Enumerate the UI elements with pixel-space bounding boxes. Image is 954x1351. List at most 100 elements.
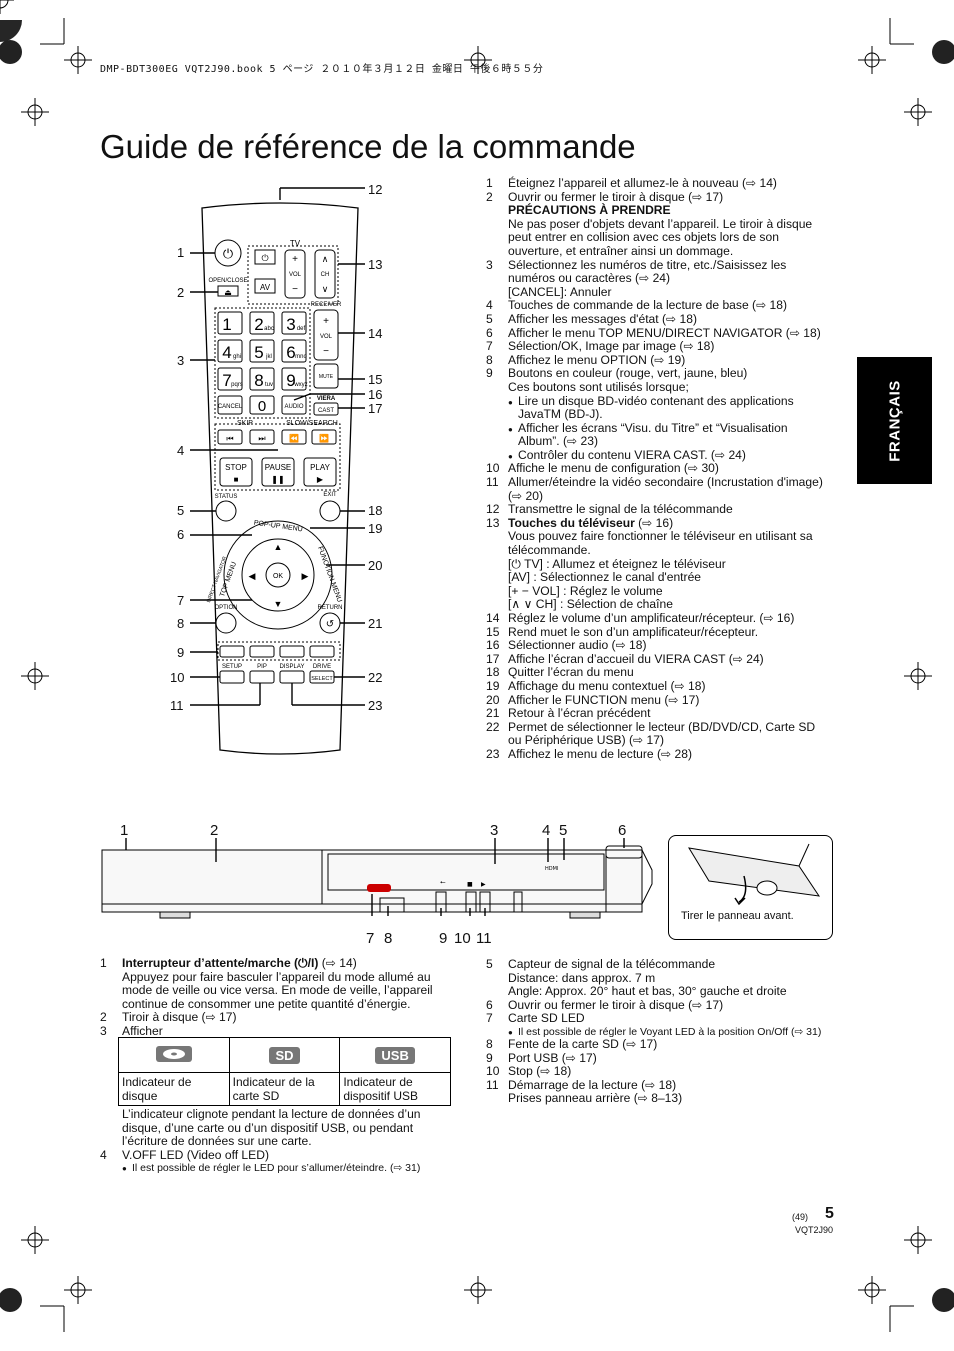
page-ref: (49) xyxy=(792,1212,809,1222)
list-item-text: L’indicateur clignote pendant la lecture… xyxy=(122,1107,421,1149)
list-item: 6 Ouvrir ou fermer le tiroir à disque (⇨ … xyxy=(486,997,831,1013)
list-item-number: 1 xyxy=(486,176,493,190)
svg-text:0: 0 xyxy=(258,398,266,415)
svg-text:STOP: STOP xyxy=(225,463,247,472)
list-item: 7 Carte SD LED xyxy=(486,1012,831,1026)
player-callout-8: 8 xyxy=(384,930,393,947)
svg-text:❚❚: ❚❚ xyxy=(271,475,284,484)
number-key-digit: 2 xyxy=(254,315,263,334)
svg-text:PAUSE: PAUSE xyxy=(265,463,292,472)
number-key-letters: def xyxy=(297,326,306,332)
player-callout-11: 11 xyxy=(476,930,492,947)
list-item: Prises panneau arrière (⇨ 8–13) xyxy=(486,1092,831,1106)
open-close-label: OPEN/CLOSE xyxy=(208,278,247,284)
svg-text:HDMI: HDMI xyxy=(545,866,558,872)
number-key xyxy=(249,311,275,335)
callout-11: 11 xyxy=(170,698,184,713)
number-key xyxy=(281,339,307,363)
callout-6: 6 xyxy=(177,527,185,542)
svg-text:MUTE: MUTE xyxy=(319,374,334,380)
list-item-text: Affiche l’écran d’accueil du VIERA CAST … xyxy=(508,651,764,666)
doc-code: VQT2J90 xyxy=(795,1225,834,1235)
svg-text:DRIVE: DRIVE xyxy=(313,664,331,670)
list-item-number: 2 xyxy=(486,189,493,204)
list-item-text: Port USB (⇨ 17) xyxy=(508,1050,597,1065)
list-item-number: 16 xyxy=(486,638,500,653)
list-item: 16 Sélectionner audio (⇨ 18) xyxy=(486,639,831,653)
number-key-letters: jkl xyxy=(265,354,272,360)
callout-18: 18 xyxy=(368,503,383,518)
number-key xyxy=(249,339,275,363)
list-item-number: 18 xyxy=(486,665,500,680)
svg-text:+: + xyxy=(323,316,329,327)
player-callout-3: 3 xyxy=(490,822,499,839)
number-key-digit: 9 xyxy=(286,371,295,390)
disc-indicator-label: Indicateur de disque xyxy=(118,1072,230,1106)
svg-text:∧: ∧ xyxy=(322,254,329,264)
indicator-table: SD USB Indicateur de disque Indicateur d… xyxy=(118,1037,451,1106)
list-item-number: 6 xyxy=(486,997,493,1012)
list-item-text: Sélection/OK, Image par image (⇨ 18) xyxy=(508,339,715,354)
list-item: [∧ ∨ CH] : Sélection de chaîne xyxy=(486,598,831,612)
language-tab-label: FRANÇAIS xyxy=(886,379,903,462)
svg-text:⏩: ⏩ xyxy=(319,433,329,443)
list-item-text: Ouvrir ou fermer le tiroir à disque (⇨ 1… xyxy=(508,997,724,1012)
number-key-digit: 5 xyxy=(254,343,263,362)
tv-label: TV xyxy=(290,239,301,248)
player-callout-4: 4 xyxy=(542,822,551,839)
callout-22: 22 xyxy=(368,670,383,685)
callout-13: 13 xyxy=(368,257,383,272)
list-item-number: 13 xyxy=(486,515,500,530)
svg-text:EXIT: EXIT xyxy=(323,492,337,498)
player-front-illustration: ⭠ ■ ▶ HDMI xyxy=(101,838,653,919)
list-item-text: Réglez le volume d’un amplificateur/réce… xyxy=(508,611,795,625)
list-item-text: Afficher les messages d'état (⇨ 18) xyxy=(508,311,698,326)
number-key-letters: tuv xyxy=(265,382,273,388)
list-item-text: Afficher les écrans “Visu. du Titre” et … xyxy=(508,421,831,449)
list-item: Distance: dans approx. 7 m xyxy=(486,971,831,986)
list-item-text: Sélectionner audio (⇨ 18) xyxy=(508,638,647,653)
list-item-text: Il est possible de régler le Voyant LED … xyxy=(508,1026,831,1039)
list-item-number: 7 xyxy=(486,1011,493,1026)
list-item: L’indicateur clignote pendant la lecture… xyxy=(100,1107,452,1149)
list-item-text: PRÉCAUTIONS À PRENDRE xyxy=(508,203,671,218)
list-item-number: 10 xyxy=(486,1064,500,1079)
callout-17: 17 xyxy=(368,401,383,416)
list-item-text: Carte SD LED xyxy=(508,1011,585,1026)
svg-text:−: − xyxy=(323,346,329,357)
svg-text:CAST: CAST xyxy=(318,408,334,414)
list-item: [AV] : Sélectionnez le canal d'entrée xyxy=(486,571,831,585)
callout-23: 23 xyxy=(368,698,383,713)
disc-icon xyxy=(155,1045,192,1062)
language-tab: FRANÇAIS xyxy=(857,357,932,484)
list-item-text: Démarrage de la lecture (⇨ 18) xyxy=(508,1077,677,1092)
list-item: Lire un disque BD-vidéo contenant des ap… xyxy=(486,394,831,422)
list-item-text: Capteur de signal de la télécommande xyxy=(508,957,716,971)
list-item-text: [CANCEL]: Annuler xyxy=(508,284,612,299)
list-item: Appuyez pour faire basculer l’appareil d… xyxy=(100,970,452,1012)
player-callout-10: 10 xyxy=(454,930,471,947)
list-item: Ces boutons sont utilisés lorsque; xyxy=(486,380,831,395)
callout-15: 15 xyxy=(368,372,383,387)
list-item-text: Lire un disque BD-vidéo contenant des ap… xyxy=(508,394,831,422)
svg-text:OPTION: OPTION xyxy=(214,605,237,611)
list-item-text: Ne pas poser d'objets devant l’appareil.… xyxy=(508,216,813,258)
callout-20: 20 xyxy=(368,558,383,573)
svg-text:⏪: ⏪ xyxy=(289,433,299,443)
